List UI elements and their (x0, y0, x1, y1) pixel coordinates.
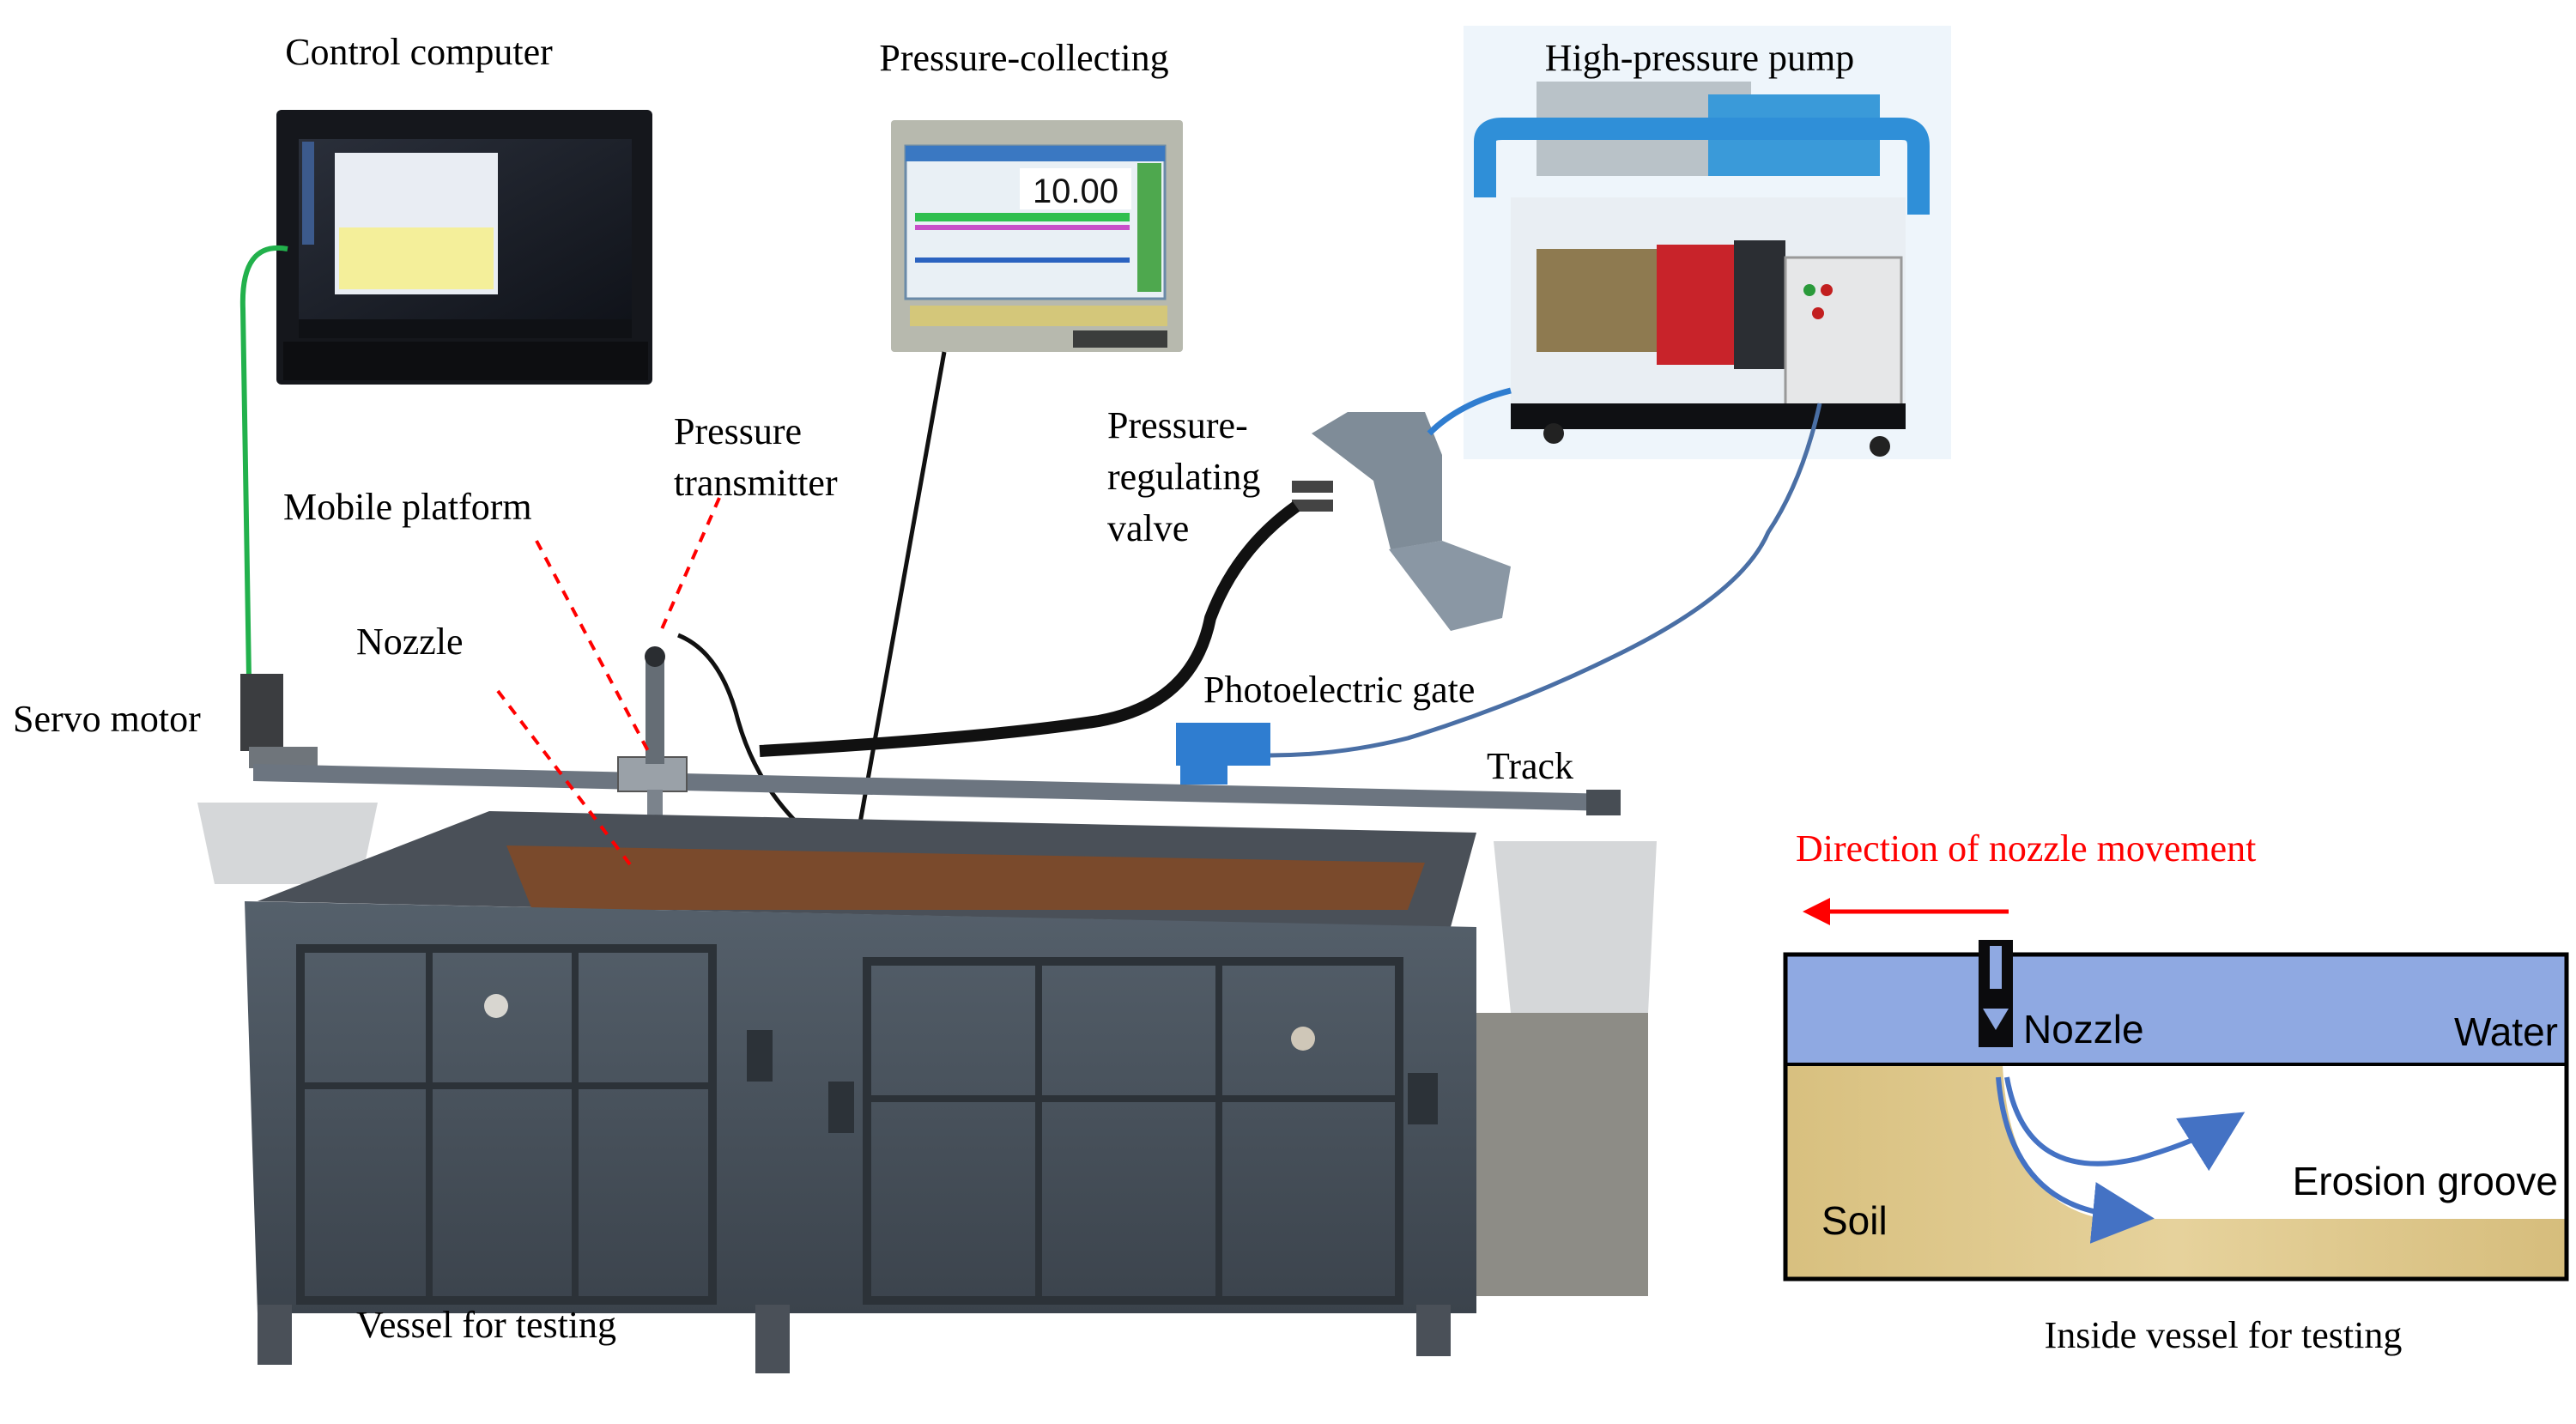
leader-pressure-transmitter (659, 497, 721, 632)
label-pressure-regulating-2: regulating (1107, 456, 1260, 498)
high-pressure-hose (759, 501, 1300, 757)
vessel-door-right (863, 957, 1403, 1305)
readout-box (1020, 168, 1131, 209)
control-computer (276, 110, 652, 385)
label-vessel-for-testing: Vessel for testing (356, 1304, 616, 1346)
inset-erosion-groove (2003, 1064, 2567, 1219)
inset-direction-label: Direction of nozzle movement (1796, 827, 2256, 870)
monitor-stand (283, 342, 648, 380)
photoelectric-gate-cable (1270, 403, 1822, 758)
display-arrow-keys (1073, 330, 1167, 348)
taskbar (299, 319, 632, 338)
label-servo-motor: Servo motor (13, 698, 201, 740)
valve-body (1312, 412, 1442, 549)
inset-caption: Inside vessel for testing (2045, 1314, 2403, 1356)
display-title-bar (906, 146, 1165, 161)
vessel-handle-2 (828, 1082, 854, 1133)
valve-inlet (1292, 481, 1333, 493)
inset-soil-label: Soil (1821, 1198, 1888, 1243)
servo-control-cable (239, 245, 288, 679)
label-nozzle: Nozzle (356, 621, 464, 663)
inset-diagram: Direction of nozzle movement Nozzle Wate… (1783, 827, 2569, 1356)
vessel-handle-3 (1408, 1073, 1438, 1124)
servo-motor (240, 674, 318, 768)
pressure-regulating-valve (1292, 412, 1511, 631)
inset-erosion-groove-label: Erosion groove (2293, 1159, 2558, 1203)
display-bar-green (915, 213, 1130, 221)
pump-indicator-red-1 (1821, 284, 1833, 296)
valve-pedal (1389, 541, 1511, 631)
inset-direction-arrow-head (1803, 898, 1830, 925)
pressure-readout: 10.00 (1033, 173, 1118, 210)
inset-nozzle-channel (1990, 946, 2002, 989)
pump-wheel-right (1870, 436, 1890, 457)
desktop-icon-bar (302, 142, 314, 245)
display-function-keys (910, 306, 1167, 326)
pump-to-valve-hose (1427, 387, 1512, 436)
pump-control-box (1784, 256, 1903, 409)
label-pressure-regulating-1: Pressure- (1107, 404, 1248, 446)
inset-water-layer (1785, 954, 2567, 1064)
high-pressure-pump (1464, 26, 1951, 459)
pressure-transmitter-body (646, 652, 664, 764)
pump-motor-coupling (1657, 245, 1738, 365)
pump-indicator-green (1803, 284, 1815, 296)
pump-indicator-red-2 (1812, 307, 1824, 319)
photoelectric-gate (1176, 723, 1270, 785)
display-bar-blue (915, 258, 1130, 263)
pump-motor (1734, 240, 1785, 369)
leader-nozzle (496, 689, 637, 873)
right-stand (1494, 841, 1657, 1013)
inset-nozzle-label: Nozzle (2023, 1007, 2144, 1051)
vessel-bolt-left (484, 994, 508, 1018)
label-pressure-transmitter-2: transmitter (674, 462, 838, 504)
label-pressure-transmitter-1: Pressure (674, 410, 802, 452)
vessel-leg-2 (755, 1305, 790, 1373)
pump-wheel-left (1543, 423, 1564, 444)
pump-head (1537, 249, 1665, 352)
software-log-panel (339, 227, 494, 289)
photoelectric-gate-sensor (1176, 723, 1270, 766)
test-vessel (197, 803, 1657, 1373)
left-stand (197, 803, 378, 884)
inset-flow-arrow-lower (1996, 1076, 2155, 1244)
label-photoelectric-gate: Photoelectric gate (1203, 669, 1475, 711)
leader-mobile-platform (535, 540, 650, 752)
photoelectric-gate-bracket (1180, 766, 1227, 785)
pressure-collecting-device: 10.00 (891, 120, 1183, 352)
label-high-pressure-pump: High-pressure pump (1545, 37, 1855, 79)
vessel-bolt-right (1291, 1027, 1315, 1051)
track-rail (253, 764, 1614, 811)
servo-motor-body (240, 674, 283, 751)
display-bar-magenta (915, 225, 1130, 230)
label-track: Track (1487, 745, 1573, 787)
pump-blue-frame (1474, 118, 1930, 215)
label-pressure-collecting: Pressure-collecting (879, 37, 1168, 79)
vessel-handle-1 (747, 1030, 773, 1082)
label-pressure-regulating-3: valve (1107, 507, 1189, 549)
inset-water-label: Water (2454, 1009, 2558, 1054)
track-end-block (1586, 790, 1621, 815)
inset-nozzle-tip (1983, 1009, 2009, 1030)
pump-base (1511, 403, 1906, 429)
label-mobile-platform: Mobile platform (283, 486, 532, 528)
display-side-buttons (1137, 163, 1161, 292)
vessel-door-left (296, 944, 717, 1305)
inset-flow-arrow-upper (2004, 1076, 2246, 1172)
vessel-soil-surface (506, 845, 1425, 910)
vessel-front-wall (245, 901, 1476, 1313)
label-control-computer: Control computer (285, 31, 553, 73)
vessel-leg-1 (258, 1305, 292, 1365)
inset-frame (1783, 952, 2569, 1282)
concrete-support (1476, 1013, 1648, 1296)
pressure-transmitter-head (645, 646, 665, 667)
valve-outlet (1292, 500, 1333, 512)
vessel-leg-3 (1416, 1305, 1451, 1356)
